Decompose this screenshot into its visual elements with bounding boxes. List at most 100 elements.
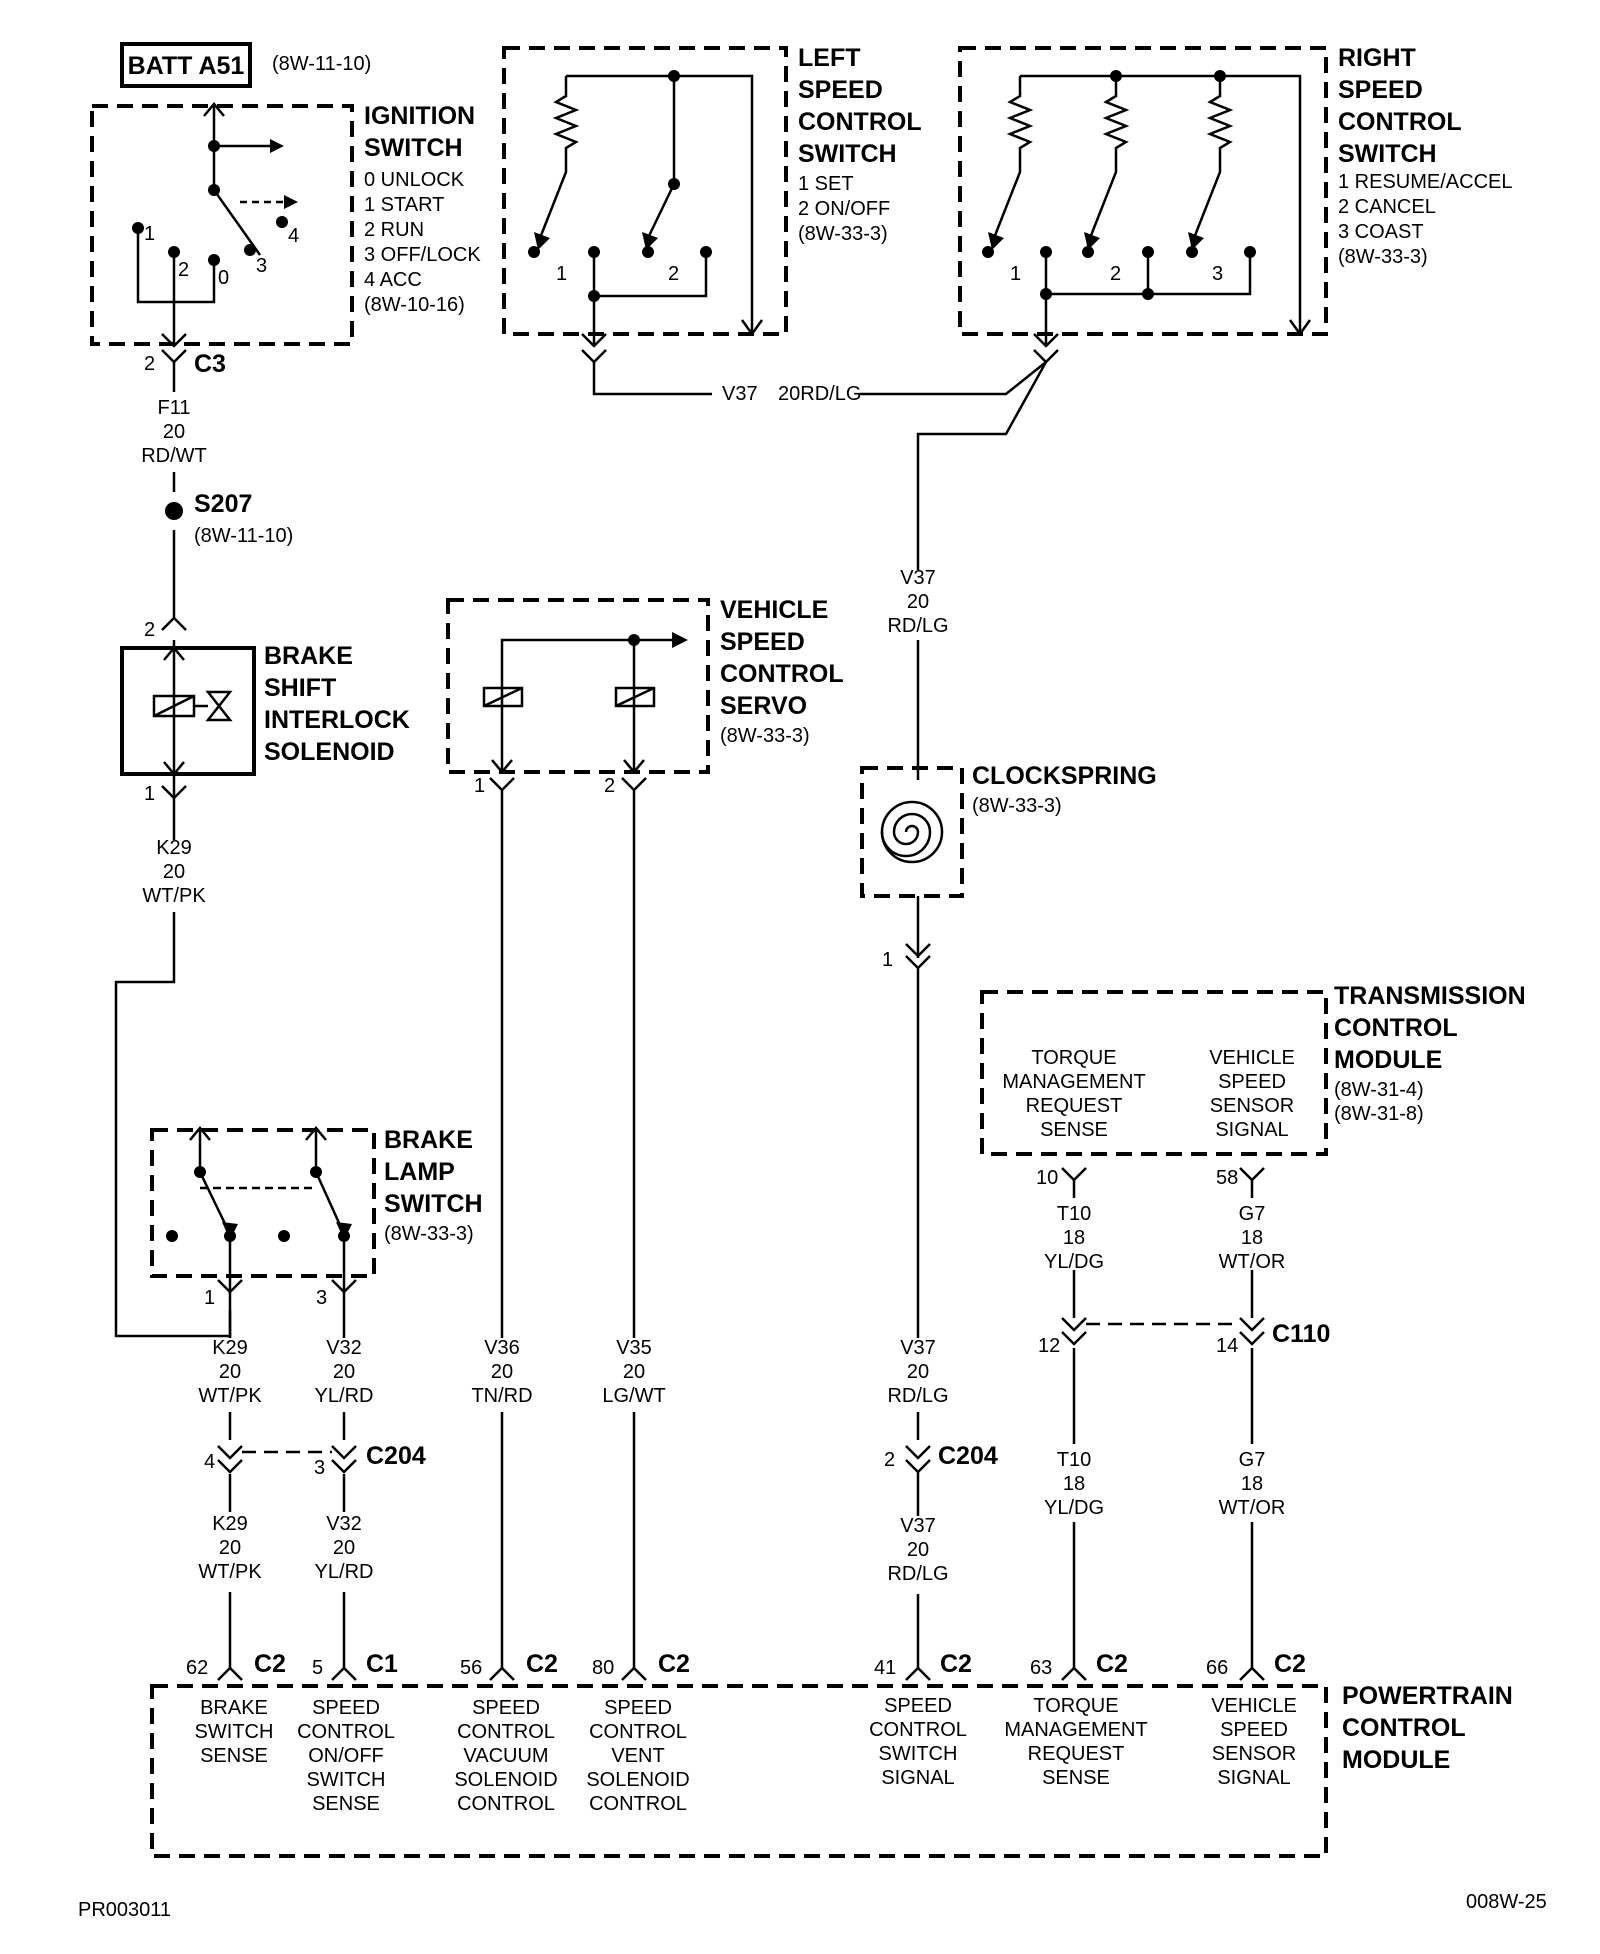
ignition-pos-1: 1 START xyxy=(364,194,444,216)
pin-label: CONTROL xyxy=(589,1721,687,1743)
pin-label: TORQUE xyxy=(1033,1695,1118,1717)
tcm-vss-4: SIGNAL xyxy=(1215,1119,1288,1141)
pin-label: SENSE xyxy=(312,1793,380,1815)
conn-name: C2 xyxy=(254,1650,286,1678)
pin-label: BRAKE xyxy=(200,1697,268,1719)
c3-name: C3 xyxy=(194,350,226,378)
pin-label: SPEED xyxy=(312,1697,380,1719)
ignition-pos-2: 2 RUN xyxy=(364,219,424,241)
bls-ref: (8W-33-3) xyxy=(384,1223,474,1245)
f11-gauge: 20 xyxy=(163,421,185,443)
pin-number: 80 xyxy=(592,1657,614,1679)
rscs-contact-1: 1 xyxy=(1010,263,1021,285)
pin-label: CONTROL xyxy=(589,1793,687,1815)
pin-label: SWITCH xyxy=(307,1769,386,1791)
v37-bot-id: V37 xyxy=(900,1515,936,1537)
brake-shift-interlock-solenoid: 2 BRAKE SHIFT INTERLOCK SOLENOID 1 xyxy=(120,616,410,805)
v35-color: LG/WT xyxy=(602,1385,665,1407)
bsi-pin-2: 2 xyxy=(144,619,155,641)
lscs-ref: (8W-33-3) xyxy=(798,223,888,245)
ignition-switch: IGNITION SWITCH 0 UNLOCK 1 START 2 RUN 3… xyxy=(90,102,481,378)
splice-s207 xyxy=(165,502,183,520)
clockspring-pin: 1 xyxy=(882,949,893,971)
tcm-pin-58: 58 xyxy=(1216,1167,1238,1189)
k29b-color: WT/PK xyxy=(198,1385,262,1407)
t10b-color: YL/DG xyxy=(1044,1497,1104,1519)
c204l-pin-3: 3 xyxy=(314,1457,325,1479)
v32b-gauge: 20 xyxy=(333,1537,355,1559)
wire-k29-upper: K29 20 WT/PK xyxy=(114,800,232,1338)
f11-color: RD/WT xyxy=(141,445,207,467)
wire-v37-lower: V37 20 RD/LG 2 C204 V37 20 RD/LG xyxy=(884,968,998,1668)
v35-id: V35 xyxy=(616,1337,652,1359)
g7a-id: G7 xyxy=(1239,1203,1266,1225)
servo-pin-1: 1 xyxy=(474,775,485,797)
g7a-gauge: 18 xyxy=(1241,1227,1263,1249)
t10a-color: YL/DG xyxy=(1044,1251,1104,1273)
tcm-pin-10: 10 xyxy=(1036,1167,1058,1189)
k29b-gauge: 20 xyxy=(219,1361,241,1383)
ign-contact-2: 2 xyxy=(178,259,189,281)
v37-low-gauge: 20 xyxy=(907,1361,929,1383)
wire-v36-v35: V36 20 TN/RD V35 20 LG/WT xyxy=(471,790,666,1668)
bls-pin-1: 1 xyxy=(204,1287,215,1309)
servo-title-4: SERVO xyxy=(720,692,807,720)
powertrain-control-module: POWERTRAIN CONTROL MODULE 62 C2 BRAKE SW… xyxy=(150,1650,1513,1858)
conn-name: C2 xyxy=(1096,1650,1128,1678)
rscs-contact-3: 3 xyxy=(1212,263,1223,285)
pcm-pin-63: 63 C2 TORQUE MANAGEMENT REQUEST SENSE xyxy=(1004,1650,1147,1789)
batt-ref: (8W-11-10) xyxy=(272,53,371,75)
rscs-item-2: 2 CANCEL xyxy=(1338,196,1436,218)
clockspring-title: CLOCKSPRING xyxy=(972,762,1157,790)
pcm-pin-56: 56 C2 SPEED CONTROL VACUUM SOLENOID CONT… xyxy=(454,1650,558,1815)
pin-label: VEHICLE xyxy=(1211,1695,1297,1717)
v35-gauge: 20 xyxy=(623,1361,645,1383)
tcm-title-3: MODULE xyxy=(1334,1046,1442,1074)
footer-left: PR003011 xyxy=(78,1899,171,1921)
v32a-color: YL/RD xyxy=(315,1385,374,1407)
footer-right: 008W-25 xyxy=(1466,1891,1547,1913)
pin-label: CONTROL xyxy=(457,1793,555,1815)
left-speed-control-switch: LEFT SPEED CONTROL SWITCH 1 SET 2 ON/OFF… xyxy=(502,44,922,364)
conn-name: C1 xyxy=(366,1650,398,1678)
t10a-id: T10 xyxy=(1057,1203,1091,1225)
pin-label: CONTROL xyxy=(457,1721,555,1743)
c110-pin-12: 12 xyxy=(1038,1335,1060,1357)
pin-label: SENSOR xyxy=(1212,1743,1296,1765)
k29b-id: K29 xyxy=(212,1337,248,1359)
pcm-pin-5: 5 C1 SPEED CONTROL ON/OFF SWITCH SENSE xyxy=(297,1650,398,1815)
pin-label: CONTROL xyxy=(869,1719,967,1741)
pin-label: SWITCH xyxy=(195,1721,274,1743)
conn-name: C2 xyxy=(658,1650,690,1678)
bls-pin-3: 3 xyxy=(316,1287,327,1309)
pin-label: SPEED xyxy=(1220,1719,1288,1741)
g7a-color: WT/OR xyxy=(1219,1251,1286,1273)
pcm-pin-80: 80 C2 SPEED CONTROL VENT SOLENOID CONTRO… xyxy=(586,1650,690,1815)
wire-f11: F11 20 RD/WT S207 (8W-11-10) xyxy=(141,362,293,618)
k29c-id: K29 xyxy=(212,1513,248,1535)
clockspring: CLOCKSPRING (8W-33-3) 1 xyxy=(860,762,1157,971)
v37-mid-color: RD/LG xyxy=(887,615,948,637)
g7b-gauge: 18 xyxy=(1241,1473,1263,1495)
f11-id: F11 xyxy=(158,397,191,419)
wire-v37-top: V37 20RD/LG V37 20 RD/LG xyxy=(592,361,1048,780)
tcm-torque-3: REQUEST xyxy=(1026,1095,1123,1117)
v32a-id: V32 xyxy=(326,1337,362,1359)
servo-title-3: CONTROL xyxy=(720,660,844,688)
tcm-torque-1: TORQUE xyxy=(1031,1047,1116,1069)
conn-name: C2 xyxy=(1274,1650,1306,1678)
v37-mid-gauge: 20 xyxy=(907,591,929,613)
ignition-ref: (8W-10-16) xyxy=(364,294,465,316)
conn-name: C2 xyxy=(526,1650,558,1678)
ignition-pos-0: 0 UNLOCK xyxy=(364,169,465,191)
c204l-pin-4: 4 xyxy=(204,1451,215,1473)
rscs-title-1: RIGHT xyxy=(1338,44,1416,72)
wire-t10-g7: T10 18 YL/DG G7 18 WT/OR 12 14 C110 T10 … xyxy=(1038,1180,1330,1668)
pin-number: 56 xyxy=(460,1657,482,1679)
pin-number: 66 xyxy=(1206,1657,1228,1679)
t10b-id: T10 xyxy=(1057,1449,1091,1471)
rscs-item-3: 3 COAST xyxy=(1338,221,1424,243)
v37-low-id: V37 xyxy=(900,1337,936,1359)
pin-number: 5 xyxy=(312,1657,323,1679)
